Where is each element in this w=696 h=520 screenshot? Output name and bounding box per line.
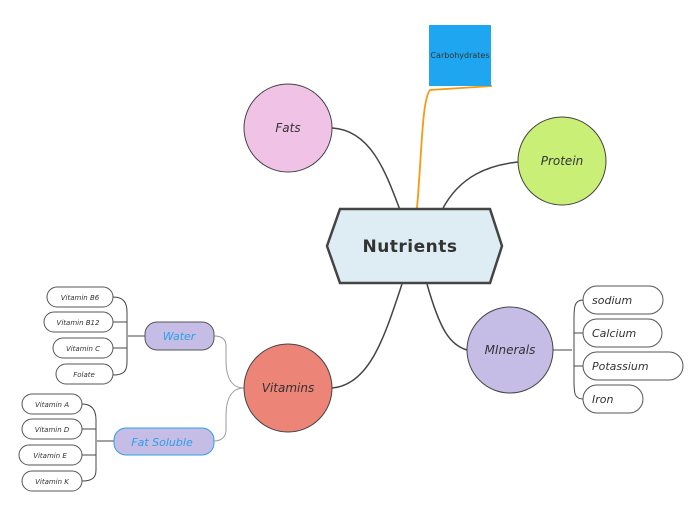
connector-minerals [426,283,468,351]
connector-fatsoluble-bracket [81,403,114,482]
topic-carbohydrates[interactable]: Carbohydrates [429,25,491,86]
water-item[interactable]: Vitamin C [52,337,114,359]
water-item[interactable]: Folate [55,363,114,385]
topic-fats[interactable]: Fats [243,83,333,173]
carbohydrates-label: Carbohydrates [430,51,489,60]
mineral-item-label: Potassium [592,360,649,373]
connector-fats [331,127,401,211]
water-label: Water [163,330,197,343]
root-node[interactable]: Nutrients [325,207,504,285]
mineral-item[interactable]: sodium [582,285,664,315]
connector-minerals-bracket [553,299,584,400]
vitamins-label: Vitamins [262,381,314,395]
protein-label: Protein [541,154,584,168]
mineral-item-label: Calcium [592,327,636,340]
root-label: Nutrients [362,237,457,257]
connectors [81,85,584,482]
fat-soluble-item[interactable]: Vitamin A [21,393,83,415]
fat-soluble-item-label: Vitamin E [33,452,67,460]
mineral-item-label: Iron [592,393,613,406]
minerals-label: MInerals [485,343,536,357]
connector-carbohydrates [416,85,493,209]
fat-soluble-item[interactable]: Vitamin E [18,444,83,466]
connector-water-bracket [112,296,145,376]
water-item-label: Vitamin B6 [61,294,100,302]
mineral-item-label: sodium [592,294,632,307]
water-item[interactable]: Vitamin B12 [43,311,114,333]
mineral-item[interactable]: Calcium [582,318,663,348]
fat-soluble-item-label: Vitamin A [35,401,69,409]
connector-vitamins [331,283,403,389]
fat-soluble-item[interactable]: Vitamin D [21,418,83,440]
water-item-label: Folate [73,371,95,379]
mineral-item[interactable]: Iron [582,384,644,414]
fat-soluble-label: Fat Soluble [131,436,193,449]
topic-protein[interactable]: Protein [517,116,607,206]
fats-label: Fats [275,121,300,135]
subtopic-water[interactable]: Water [144,321,215,351]
mineral-item[interactable]: Potassium [582,351,684,381]
water-item[interactable]: Vitamin B6 [46,286,114,308]
topic-minerals[interactable]: MInerals [466,306,554,394]
topic-vitamins[interactable]: Vitamins [243,343,333,433]
water-item-label: Vitamin C [66,345,100,353]
connector-protein [441,161,519,211]
fat-soluble-item-label: Vitamin K [35,478,70,486]
subtopic-fat-soluble[interactable]: Fat Soluble [113,427,215,456]
connector-vitamins-water [213,335,245,389]
fat-soluble-item-label: Vitamin D [35,426,70,434]
connector-vitamins-fatsoluble [213,387,245,442]
fat-soluble-item[interactable]: Vitamin K [21,470,83,492]
water-item-label: Vitamin B12 [57,319,100,327]
